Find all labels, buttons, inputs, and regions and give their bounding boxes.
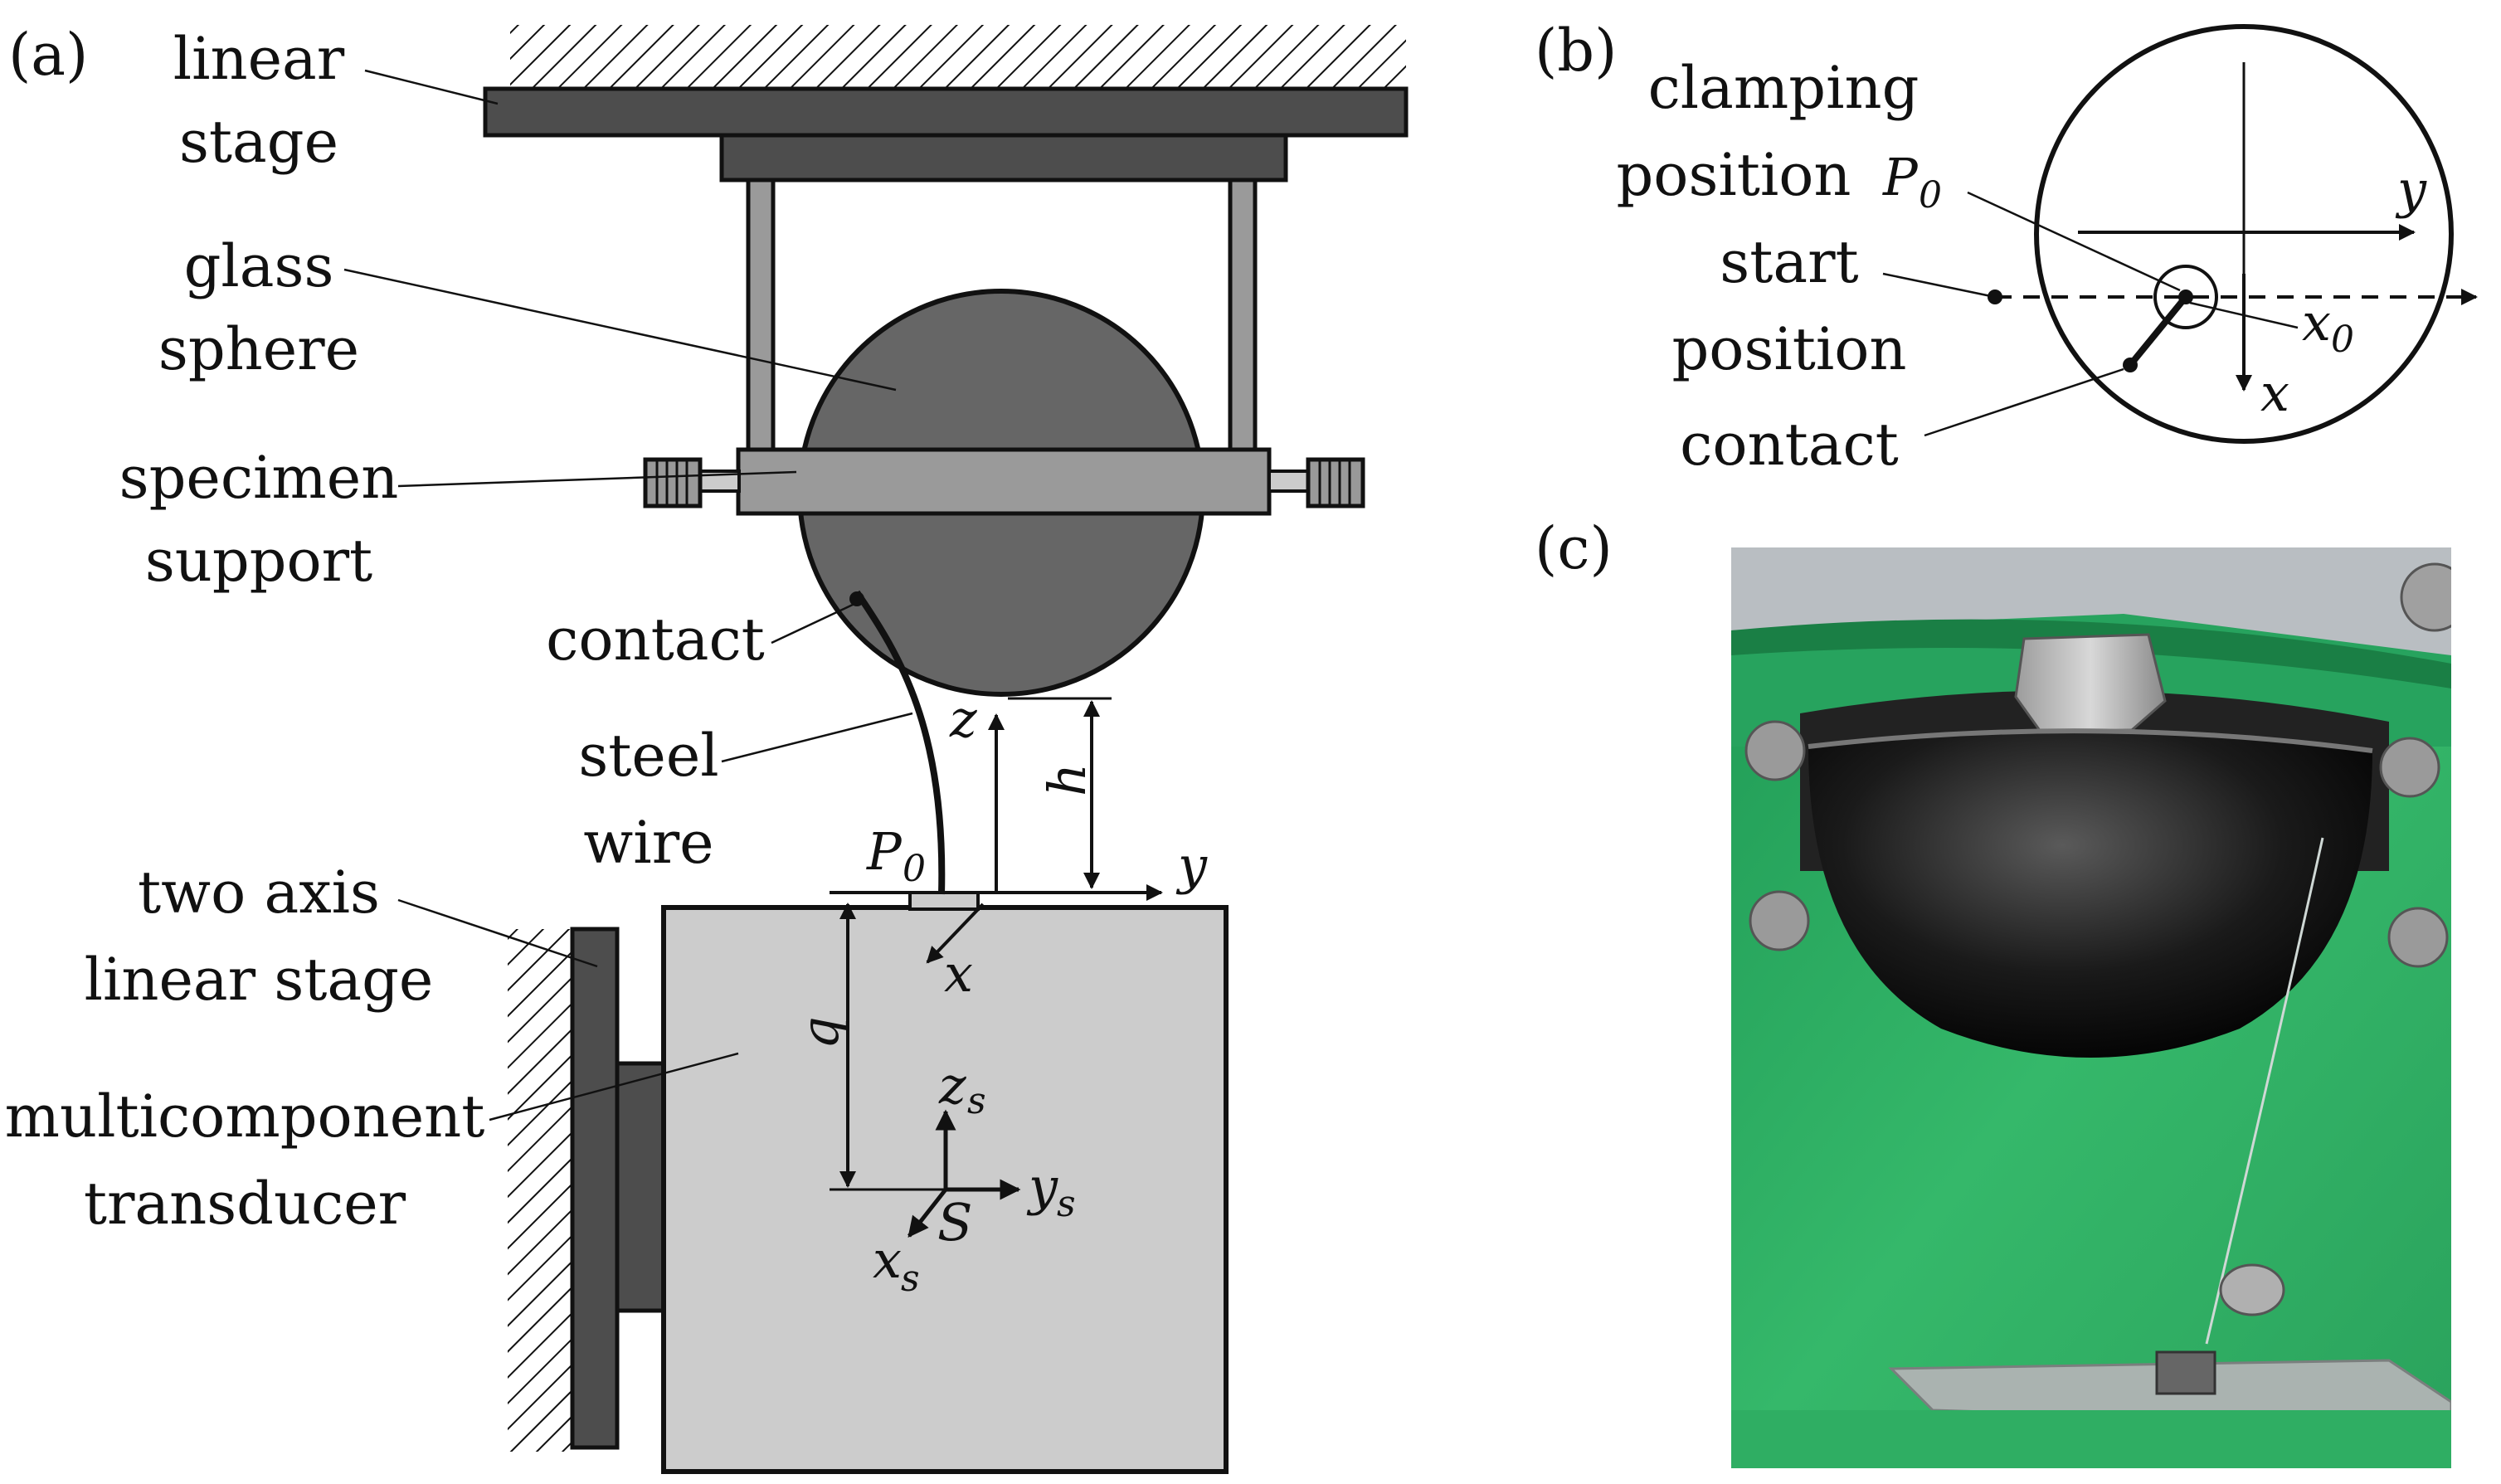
panel-b-tag: (b) [1535, 17, 1617, 85]
b-label-position-p0: position [1616, 141, 1851, 209]
clamping-circle [2153, 265, 2218, 329]
symbol-zs-sub: s [967, 1080, 986, 1122]
symbol-P-sub: 0 [903, 848, 926, 890]
label-steel-wire-1: steel [578, 722, 718, 790]
linear-stage-plate [483, 86, 1409, 138]
linear-stage-carriage [719, 133, 1288, 182]
b-wire [2127, 294, 2189, 367]
ceiling-hatch [510, 25, 1406, 88]
b-symbol-x: x [2260, 362, 2289, 423]
panel-a-tag: (a) [8, 21, 88, 89]
label-contact-a: contact [546, 606, 765, 674]
xs-axis-arrow [907, 1188, 947, 1238]
x-axis-arrow [926, 903, 985, 964]
label-transducer-2: transducer [84, 1170, 406, 1238]
b-label-clamping: clamping [1648, 54, 1920, 122]
symbol-xs: x [873, 1229, 902, 1290]
contact-point [849, 591, 864, 606]
b-symbol-P-sub: 0 [1919, 174, 1942, 217]
symbol-xs-sub: s [901, 1258, 920, 1300]
b-label-start: start [1720, 228, 1858, 296]
symbol-ys-sub: s [1057, 1183, 1076, 1225]
label-linear-stage-1: linear [173, 25, 345, 93]
two-axis-stage-plate [570, 927, 620, 1450]
label-transducer-1: multicomponent [5, 1083, 485, 1151]
start-point [1988, 290, 2002, 304]
label-steel-wire-2: wire [583, 809, 713, 877]
symbol-x: x [944, 943, 973, 1004]
b-contact-point [2123, 358, 2138, 372]
symbol-h: h [1037, 763, 1097, 796]
screw-head-left [643, 457, 703, 508]
label-specimen-support-1: specimen [119, 444, 399, 512]
screw-head-right [1306, 457, 1365, 508]
label-two-axis-2: linear stage [85, 946, 434, 1014]
clamp-block [908, 891, 980, 911]
symbol-zs: z [938, 1055, 966, 1116]
label-specimen-support-2: support [145, 527, 372, 595]
two-axis-stage-carriage [615, 1061, 666, 1313]
rod-right [1228, 178, 1258, 456]
symbol-ys: y [1026, 1156, 1058, 1217]
b-label-contact: contact [1680, 411, 1899, 479]
label-two-axis-1: two axis [138, 859, 380, 927]
rod-left [746, 178, 776, 456]
b-symbol-x0-sub: 0 [2331, 319, 2354, 361]
label-glass-sphere-2: sphere [158, 315, 359, 383]
photo [1731, 547, 2451, 1468]
steel-wire [854, 590, 946, 895]
panel-c-tag: (c) [1535, 514, 1613, 582]
b-symbol-x0: x [2302, 292, 2331, 353]
symbol-P: P [866, 821, 903, 882]
wall-hatch [508, 929, 574, 1452]
b-label-position: position [1671, 315, 1906, 383]
specimen-support-bar [736, 447, 1272, 516]
symbol-S: S [937, 1192, 972, 1253]
b-symbol-y: y [2395, 159, 2427, 220]
label-linear-stage-2: stage [179, 108, 338, 176]
symbol-z: z [949, 688, 977, 749]
b-symbol-P: P [1882, 147, 1919, 207]
screw-shaft-right [1268, 470, 1311, 493]
label-glass-sphere-1: glass [184, 232, 334, 300]
symbol-q: q [790, 1016, 850, 1049]
symbol-y: y [1175, 835, 1208, 896]
